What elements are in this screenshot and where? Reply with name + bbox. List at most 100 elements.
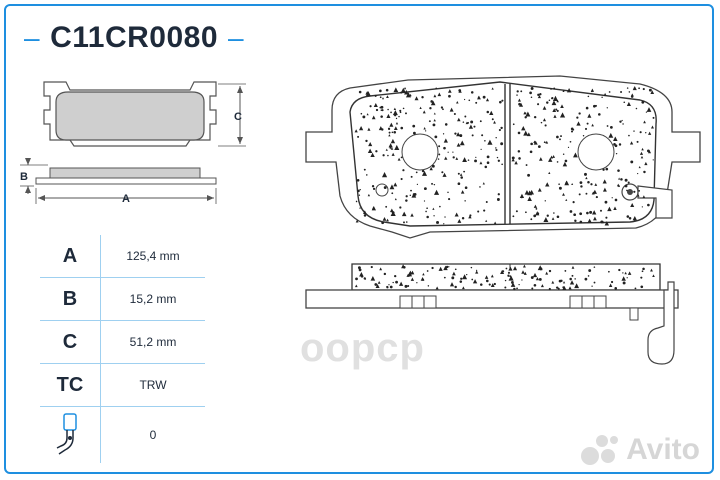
speckle <box>468 99 471 102</box>
speckle <box>442 108 444 111</box>
speckle <box>469 214 472 217</box>
speckle <box>440 106 444 109</box>
speckle <box>525 211 527 214</box>
speckle <box>388 284 390 286</box>
speckle <box>521 279 523 281</box>
speckle <box>496 198 500 201</box>
speckle <box>527 173 531 177</box>
speckle <box>556 161 559 163</box>
speckle <box>385 205 388 208</box>
speckle <box>493 282 496 286</box>
speckle <box>400 177 403 181</box>
speckle <box>556 215 560 219</box>
speckle <box>395 280 398 284</box>
speckle <box>462 274 468 280</box>
speckle <box>641 100 645 104</box>
speckle <box>578 112 581 115</box>
speckle <box>562 161 568 167</box>
speckle <box>410 277 415 281</box>
product-code-title: – C11CR0080 – <box>24 18 244 58</box>
speckle <box>646 107 652 112</box>
spec-row: 0 <box>40 407 205 463</box>
speckle <box>578 193 581 196</box>
spec-key: C <box>40 321 101 363</box>
speckle <box>389 184 395 190</box>
speckle <box>455 157 459 160</box>
speckle <box>652 116 655 119</box>
speckle <box>426 207 428 210</box>
speckle <box>630 160 634 164</box>
speckle <box>412 193 416 196</box>
speckle <box>558 183 560 186</box>
speckle <box>599 209 603 212</box>
speckle <box>381 221 385 225</box>
speckle <box>532 272 538 278</box>
speckle <box>614 144 618 148</box>
speckle <box>573 213 577 217</box>
speckle <box>454 268 457 271</box>
speckle <box>496 156 499 159</box>
speckle <box>643 170 646 174</box>
speckle <box>389 146 392 149</box>
large-pad-front-view <box>305 75 701 239</box>
speckle <box>436 220 440 224</box>
speckle <box>366 113 369 116</box>
speckle <box>487 139 493 145</box>
speckle <box>538 277 542 281</box>
speckle <box>460 190 465 194</box>
speckle <box>558 279 562 283</box>
dimension-c-label: C <box>234 111 242 123</box>
speckle <box>518 283 520 286</box>
speckle <box>358 90 362 94</box>
speckle <box>414 96 419 101</box>
speckle <box>427 285 430 287</box>
speckle <box>548 157 553 162</box>
speckle <box>420 277 425 281</box>
spec-value: 15,2 mm <box>129 292 177 306</box>
dimension-b: B <box>20 158 48 194</box>
speckle <box>593 266 596 268</box>
speckle <box>381 109 384 112</box>
speckle <box>569 210 573 213</box>
speckle <box>584 127 588 130</box>
speckle <box>605 167 609 171</box>
speckle <box>443 276 446 279</box>
speckle <box>462 157 467 162</box>
speckle <box>485 279 489 283</box>
dimension-a-label: A <box>122 193 130 205</box>
speckle <box>504 279 507 282</box>
speckle <box>433 183 436 186</box>
speckle <box>360 112 363 115</box>
speckle <box>527 196 532 201</box>
speckle <box>373 102 378 108</box>
speckle <box>608 270 610 273</box>
speckle <box>430 100 436 106</box>
speckle <box>537 187 542 192</box>
speckle <box>363 214 367 217</box>
speckle <box>421 169 425 173</box>
speckle <box>467 159 470 161</box>
speckle <box>485 219 488 222</box>
speckle <box>620 178 623 181</box>
speckle <box>562 192 565 196</box>
speckle <box>591 123 594 127</box>
speckle <box>471 134 474 137</box>
speckle <box>517 150 521 153</box>
speckle <box>410 175 413 178</box>
speckle <box>626 215 630 218</box>
speckle <box>383 272 387 276</box>
speckle <box>379 96 382 99</box>
speckle <box>518 102 521 106</box>
speckle <box>399 111 402 114</box>
speckle <box>587 180 590 184</box>
speckle <box>444 123 448 126</box>
speckle <box>508 275 514 281</box>
speckle <box>642 267 645 271</box>
speckle <box>584 172 587 176</box>
speckle <box>622 272 624 274</box>
speckle <box>530 218 533 221</box>
speckle <box>482 95 486 99</box>
speckle <box>548 269 552 273</box>
speckle <box>533 140 536 144</box>
speckle <box>564 269 567 272</box>
